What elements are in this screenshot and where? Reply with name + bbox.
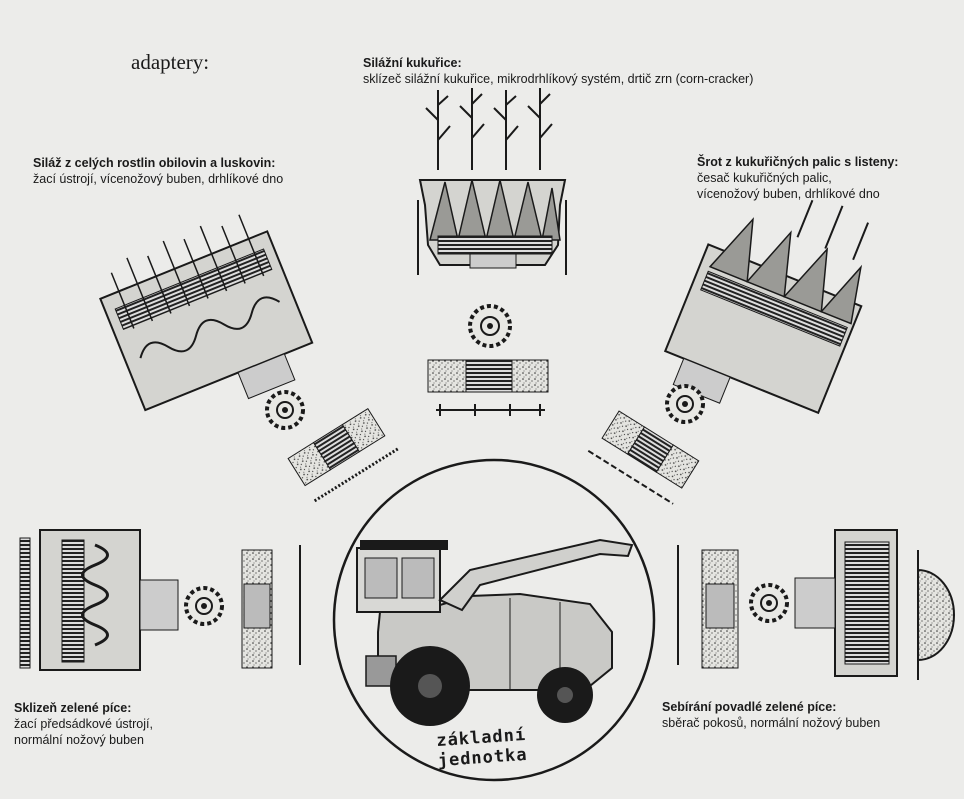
cob-meal-header bbox=[663, 199, 870, 415]
cob-meal-processing bbox=[587, 410, 700, 505]
label-description: sklízeč silážní kukuřice, mikrodrhlíkový… bbox=[363, 72, 754, 86]
label-heading: Siláž z celých rostlin obilovin a luskov… bbox=[33, 156, 276, 170]
whole-plant-processing bbox=[287, 407, 401, 503]
wheel-icon bbox=[390, 646, 470, 726]
label-description: normální nožový buben bbox=[14, 733, 144, 747]
label-cob-meal: Šrot z kukuřičných palic s listeny: česa… bbox=[697, 154, 898, 202]
page-title: adaptery: bbox=[131, 50, 210, 74]
label-heading: Silážní kukuřice: bbox=[363, 56, 462, 70]
label-green-forage: Sklizeň zelené píce: žací předsádkové ús… bbox=[14, 700, 153, 748]
label-description: žací předsádkové ústrojí, bbox=[14, 717, 153, 731]
label-description: vícenožový buben, drhlíkové dno bbox=[697, 187, 880, 201]
whole-plant-header bbox=[99, 214, 314, 412]
label-corn-silage: Silážní kukuřice: sklízeč silážní kukuři… bbox=[363, 55, 753, 87]
cutter-rotor-icon bbox=[265, 390, 305, 430]
label-heading: Šrot z kukuřičných palic s listeny: bbox=[697, 155, 899, 169]
corn-silage-header bbox=[417, 88, 567, 275]
cutter-rotor-icon bbox=[665, 384, 705, 424]
corn-cracker-unit bbox=[427, 359, 549, 416]
label-pickup: Sebírání povadlé zelené píce: sběrač pok… bbox=[662, 699, 880, 731]
label-heading: Sebírání povadlé zelené píce: bbox=[662, 700, 837, 714]
base-unit-label: základní jednotka bbox=[436, 725, 528, 771]
label-heading: Sklizeň zelené píce: bbox=[14, 701, 132, 715]
wheel-icon bbox=[537, 667, 593, 723]
pickup-header bbox=[794, 529, 955, 680]
cutter-rotor-icon bbox=[184, 586, 224, 626]
base-unit bbox=[332, 458, 656, 782]
cutter-rotor-icon bbox=[749, 583, 789, 623]
cutter-rotor-icon bbox=[468, 304, 512, 348]
pickup-processing bbox=[677, 545, 739, 669]
green-forage-processing bbox=[241, 545, 301, 669]
label-description: sběrač pokosů, normální nožový buben bbox=[662, 716, 881, 730]
label-description: žací ústrojí, vícenožový buben, drhlíkov… bbox=[33, 172, 284, 186]
label-whole-plant: Siláž z celých rostlin obilovin a luskov… bbox=[33, 155, 283, 187]
label-description: česač kukuřičných palic, bbox=[697, 171, 832, 185]
green-forage-header bbox=[19, 529, 179, 671]
